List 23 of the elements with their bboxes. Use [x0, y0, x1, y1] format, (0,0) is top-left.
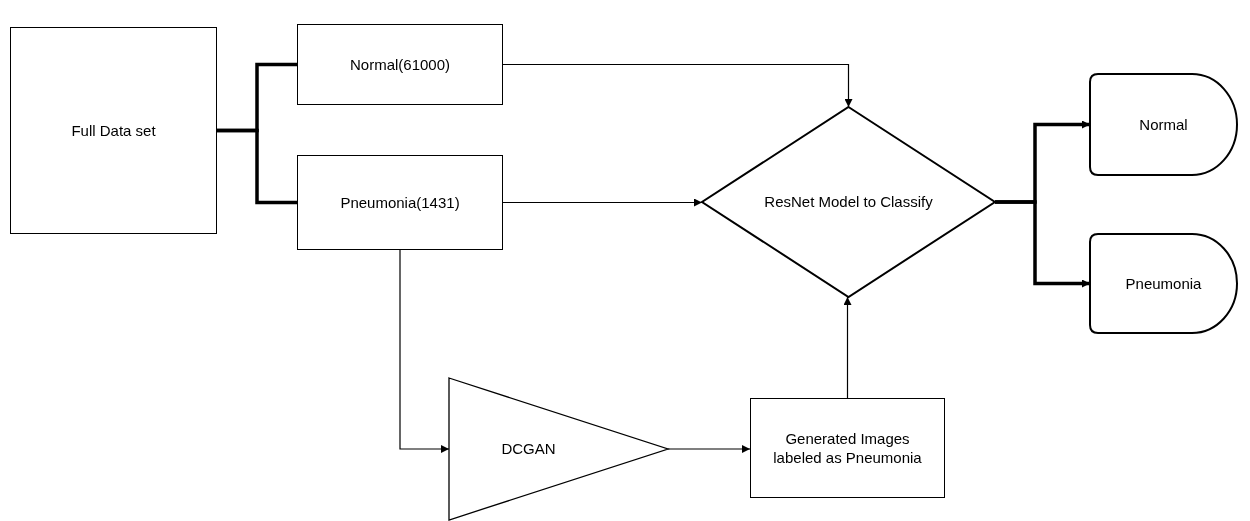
node-label: Generated Images labeled as Pneumonia: [772, 428, 923, 468]
process-box: [750, 398, 945, 498]
output-terminal: [1090, 234, 1237, 333]
decision-diamond: [702, 107, 995, 297]
node-label: Normal: [1139, 114, 1188, 135]
node-label: Pneumonia: [1125, 273, 1202, 294]
arrow: [843, 296, 852, 399]
arrow: [502, 198, 703, 207]
output-terminal: [1090, 74, 1237, 175]
node-label: Full Data set: [71, 120, 156, 141]
process-box: [10, 27, 217, 234]
process-box: [297, 24, 503, 105]
arrow: [399, 249, 450, 453]
process-box: [297, 155, 503, 250]
node-label: DCGAN: [501, 439, 556, 459]
connector-line: [217, 128, 297, 205]
node-label: Normal(61000): [349, 54, 450, 75]
process-triangle: [449, 378, 668, 520]
arrow: [995, 200, 1090, 288]
node-label: ResNet Model to Classify: [764, 192, 933, 212]
arrow: [502, 63, 853, 108]
node-label: Pneumonia(1431): [340, 192, 460, 213]
arrow: [667, 445, 751, 453]
